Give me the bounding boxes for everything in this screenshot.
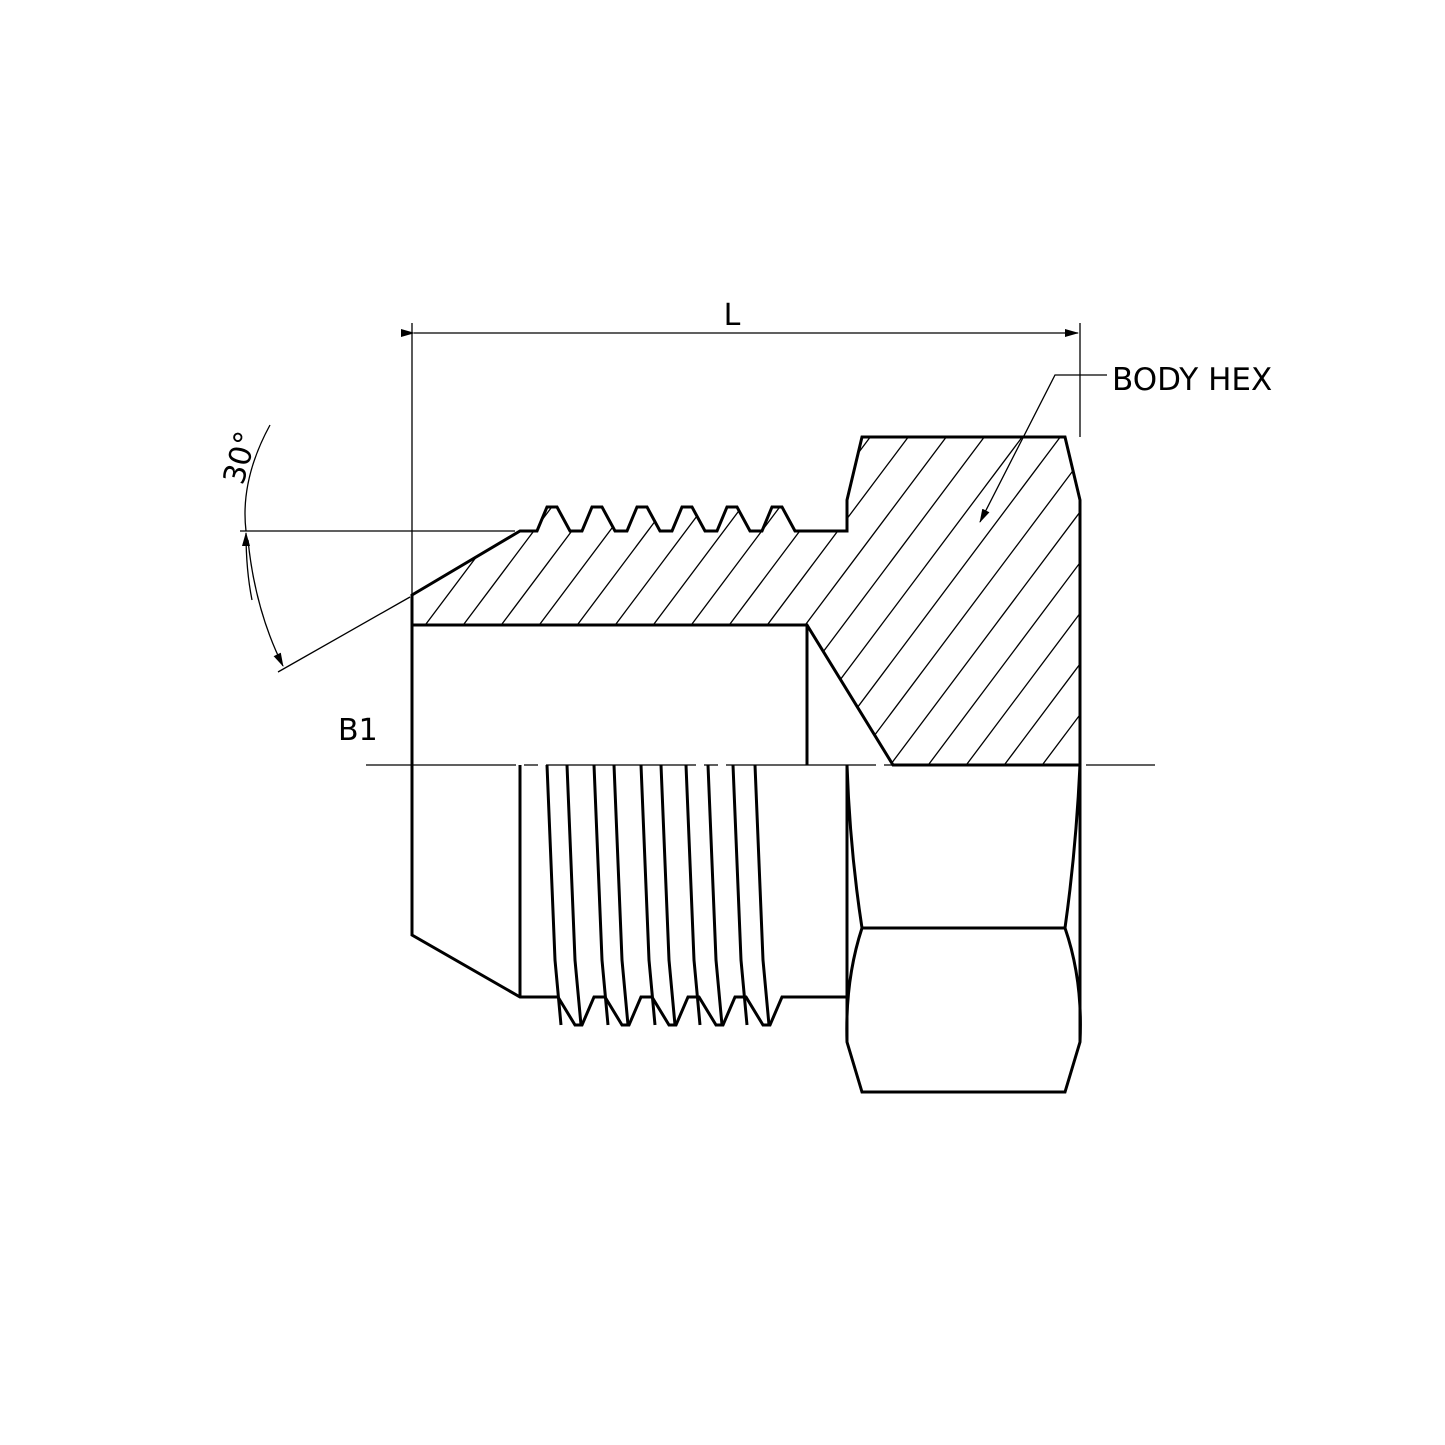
hatch-line <box>1320 400 1445 800</box>
hatch-line <box>412 437 671 765</box>
thread-line <box>545 764 563 1026</box>
angle-label: 30° <box>217 428 265 488</box>
hatch-line <box>0 400 138 800</box>
hatch-line <box>483 437 785 765</box>
hatch-line <box>28 400 328 800</box>
hatch-line <box>1282 400 1445 800</box>
body-hex-callout: BODY HEX <box>979 362 1272 523</box>
hatch-line <box>939 437 1080 765</box>
exterior-view <box>410 625 1082 1094</box>
thread-line <box>592 764 610 1026</box>
angle-dimension: 30° <box>217 424 515 673</box>
section-hatching <box>0 400 1445 800</box>
length-label: L <box>724 298 741 333</box>
thread-line <box>565 764 583 1026</box>
body-hex-label: BODY HEX <box>1112 362 1272 398</box>
thread-line <box>612 764 630 1026</box>
hatch-line <box>0 400 176 800</box>
hatch-line <box>0 400 100 800</box>
thread-line <box>731 764 749 1026</box>
hatch-line <box>445 437 747 765</box>
length-dimension: L <box>401 298 1081 595</box>
hatch-line <box>597 437 899 765</box>
hatch-line <box>1015 437 1080 765</box>
hatch-line <box>1358 400 1445 800</box>
hatch-line <box>1168 400 1445 800</box>
hatch-line <box>1396 400 1445 800</box>
bore-label: B1 <box>338 713 378 748</box>
thread-line <box>684 764 702 1026</box>
hatch-line <box>66 400 366 800</box>
hatch-line <box>412 437 709 765</box>
hatch-line <box>673 437 975 765</box>
hatch-line <box>1244 400 1445 800</box>
hatch-line <box>0 400 252 800</box>
section-outline <box>410 435 1082 767</box>
hatch-line <box>0 400 214 800</box>
hatch-line <box>1130 400 1430 800</box>
hatch-line <box>521 437 823 765</box>
hatch-line <box>1206 400 1445 800</box>
hatch-line <box>901 437 1080 765</box>
hatch-line <box>559 437 861 765</box>
hatch-line <box>1434 400 1445 800</box>
hatch-line <box>711 437 1013 765</box>
thread-line <box>659 764 677 1026</box>
hatch-line <box>787 437 1080 765</box>
hatch-line <box>863 437 1080 765</box>
thread-line <box>706 764 724 1026</box>
hatch-line <box>749 437 1051 765</box>
hatch-line <box>1092 400 1392 800</box>
hatch-line <box>635 437 937 765</box>
hatch-line <box>977 437 1080 765</box>
hatch-line <box>1053 437 1080 765</box>
thread-line <box>753 764 771 1026</box>
hatch-line <box>412 437 443 765</box>
thread-line <box>639 764 657 1026</box>
